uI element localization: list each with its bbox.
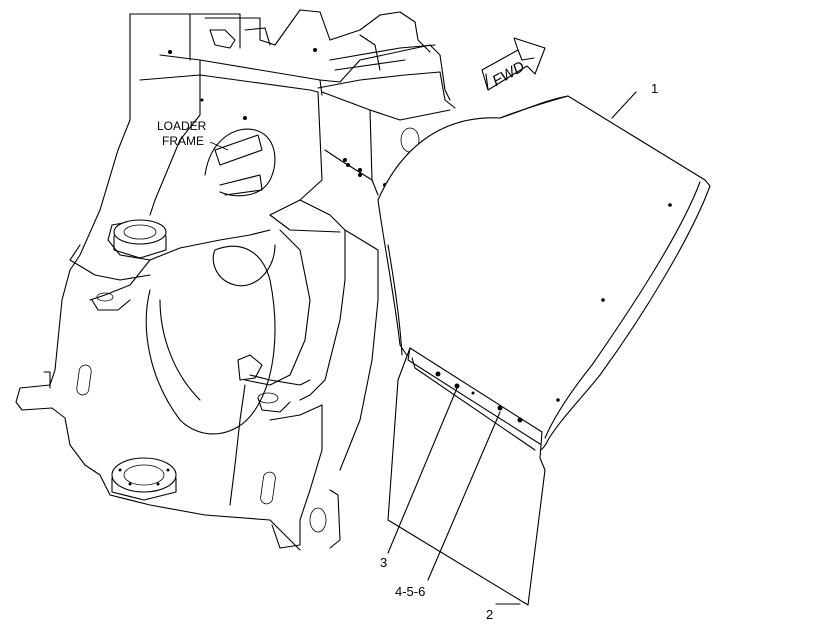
loader-frame [15,9,451,551]
leader-line-456 [427,411,501,581]
callout-1-label: 1 [651,81,658,96]
leader-line-1 [611,91,637,119]
loader-frame-leader [209,141,229,151]
forward-direction-arrow: FWD [481,37,546,91]
loader-frame-label-line1: LOADER [157,119,207,133]
callout-2-label: 2 [486,607,493,622]
leader-line-3 [387,387,458,554]
callout-456-label: 4-5-6 [395,584,425,599]
loader-frame-label-line2: FRAME [162,134,204,148]
callout-3-label: 3 [380,555,387,570]
callout-leaders [387,91,637,605]
